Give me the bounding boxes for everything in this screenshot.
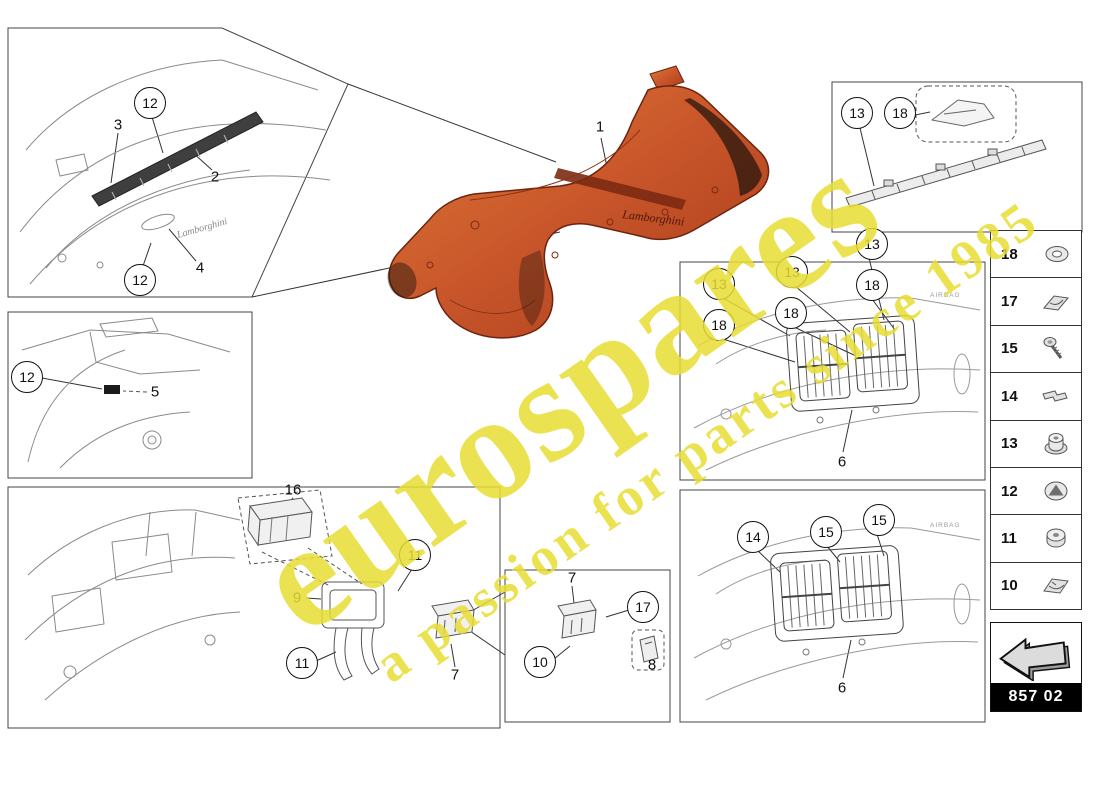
panel-mid-right	[679, 261, 986, 481]
leader-lines	[41, 83, 931, 679]
back-arrow-icon[interactable]	[991, 623, 1081, 683]
strip-clips	[111, 134, 229, 201]
callout-circle-11[interactable]: 11	[399, 539, 431, 571]
callout-circle-15[interactable]: 15	[863, 504, 895, 536]
legend-number: 14	[1001, 387, 1018, 405]
push-nut-icon	[1037, 523, 1077, 553]
part-code-label: 857 02	[991, 683, 1081, 711]
callout-circle-18[interactable]: 18	[703, 309, 735, 341]
callout-circle-18[interactable]: 18	[775, 297, 807, 329]
callout-circle-13[interactable]: 13	[776, 256, 808, 288]
callout-circle-12[interactable]: 12	[124, 264, 156, 296]
legend-row-15[interactable]: 15	[991, 326, 1081, 374]
panel-bottom-left	[7, 486, 501, 729]
panel-d-art	[845, 85, 1047, 208]
callout-circle-15[interactable]: 15	[810, 516, 842, 548]
air-vents-mid	[785, 314, 921, 413]
callout-circle-10[interactable]: 10	[524, 646, 556, 678]
clip-part-5	[104, 385, 120, 394]
legend-row-17[interactable]: 17	[991, 278, 1081, 326]
panel-borders	[7, 27, 1083, 729]
callout-label-6[interactable]: 6	[837, 679, 847, 697]
callout-circle-13[interactable]: 13	[703, 268, 735, 300]
legend-number: 12	[1001, 482, 1018, 500]
legend-row-18[interactable]: 18	[991, 231, 1081, 279]
callout-label-4[interactable]: 4	[195, 259, 205, 277]
module-7-left	[431, 599, 475, 639]
legend-number: 15	[1001, 340, 1018, 358]
screw-icon	[1037, 334, 1077, 364]
legend-row-13[interactable]: 13	[991, 421, 1081, 468]
legend-number: 13	[1001, 435, 1018, 453]
legend-row-10[interactable]: 10	[991, 563, 1081, 609]
panel-b-art	[21, 317, 231, 469]
panel-top-left	[7, 27, 349, 298]
callout-circle-17[interactable]: 17	[627, 591, 659, 623]
switch-bank-16	[237, 489, 333, 565]
callout-circle-11[interactable]: 11	[286, 647, 318, 679]
callout-label-7[interactable]: 7	[567, 569, 577, 587]
panel-a-art	[19, 59, 331, 285]
retainer-clip-icon	[1037, 571, 1077, 601]
clip-8	[631, 629, 665, 671]
legend-number: 18	[1001, 245, 1018, 263]
legend-row-11[interactable]: 11	[991, 515, 1081, 563]
callout-circle-18[interactable]: 18	[884, 97, 916, 129]
callout-circle-13[interactable]: 13	[856, 228, 888, 260]
legend-row-12[interactable]: 12	[991, 468, 1081, 516]
panel-bottom-right	[679, 489, 986, 723]
callout-label-1[interactable]: 1	[595, 118, 605, 136]
callout-label-16[interactable]: 16	[284, 481, 302, 499]
callout-label-5[interactable]: 5	[150, 383, 160, 401]
main-dashboard-part[interactable]: Lamborghini	[383, 65, 770, 339]
panel-bottom-middle	[504, 569, 671, 723]
fastener-legend: 18 17 15 14 13	[990, 230, 1082, 610]
script-logo-panel-a: Lamborghini	[175, 216, 229, 241]
callout-label-6[interactable]: 6	[837, 453, 847, 471]
callout-circle-13[interactable]: 13	[841, 97, 873, 129]
callout-label-2[interactable]: 2	[210, 168, 220, 186]
callout-circle-14[interactable]: 14	[737, 521, 769, 553]
spring-clip-icon	[1037, 287, 1077, 317]
airbag-label-mid: AIRBAG	[930, 292, 961, 299]
panel-top-right	[831, 81, 1083, 233]
panel-mid-left	[7, 311, 253, 479]
callout-label-8[interactable]: 8	[647, 656, 657, 674]
legend-row-14[interactable]: 14	[991, 373, 1081, 421]
panel-c-art	[24, 509, 241, 701]
legend-number: 10	[1001, 577, 1018, 595]
legend-number: 11	[1001, 529, 1017, 547]
bracket-9	[321, 581, 385, 681]
legend-number: 17	[1001, 293, 1018, 311]
module-7-mid	[557, 599, 597, 639]
washer-icon	[1037, 239, 1077, 269]
trim-strip-part-2	[91, 111, 264, 207]
callout-circle-12[interactable]: 12	[134, 87, 166, 119]
callout-label-7[interactable]: 7	[450, 666, 460, 684]
part-code-box: 857 02	[990, 622, 1082, 712]
callout-circle-12[interactable]: 12	[11, 361, 43, 393]
grommet-icon	[1037, 476, 1077, 506]
air-vents-bottom	[769, 544, 905, 643]
callout-circle-18[interactable]: 18	[856, 269, 888, 301]
callout-label-9[interactable]: 9	[292, 589, 302, 607]
airbag-label-bottom: AIRBAG	[930, 522, 961, 529]
callout-label-3[interactable]: 3	[113, 116, 123, 134]
flat-clip-icon	[1037, 381, 1077, 411]
nut-icon	[1037, 429, 1077, 459]
